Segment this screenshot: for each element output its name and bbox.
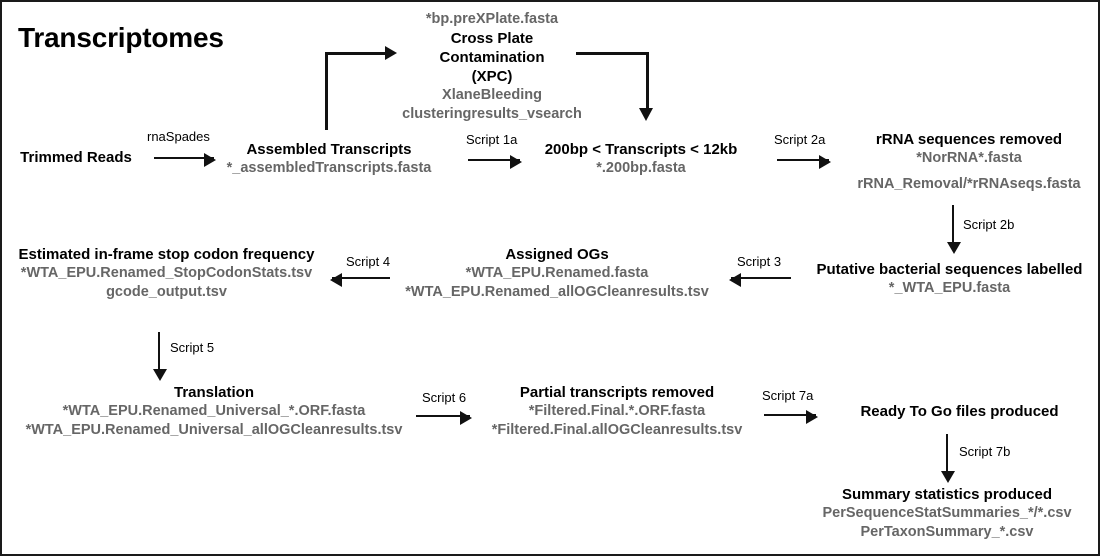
node-size-filter: 200bp < Transcripts < 12kb *.200bp.fasta — [530, 140, 752, 178]
xpc-title-line2: Contamination — [439, 48, 545, 66]
translation-file-1: *WTA_EPU.Renamed_Universal_*.ORF.fasta — [62, 403, 366, 420]
assigned-ogs-file-2: *WTA_EPU.Renamed_allOGCleanresults.tsv — [405, 283, 709, 300]
node-assembled-transcripts: Assembled Transcripts *_assembledTranscr… — [215, 140, 443, 178]
arrow-partial-to-ready — [764, 410, 818, 424]
assigned-ogs-title: Assigned OGs — [505, 246, 609, 263]
node-bacterial-labelled: Putative bacterial sequences labelled *_… — [802, 260, 1097, 298]
stop-codon-title: Estimated in-frame stop codon frequency — [18, 246, 315, 263]
xpc-title-line1: Cross Plate — [450, 29, 534, 47]
edge-assembled-to-xpc — [325, 46, 400, 130]
arrow-translation-to-partial — [416, 411, 472, 425]
assembled-transcripts-title: Assembled Transcripts — [246, 141, 412, 158]
edge-label-script-6: Script 6 — [422, 390, 467, 405]
trimmed-reads-title: Trimmed Reads — [20, 149, 132, 166]
stop-codon-file-2: gcode_output.tsv — [106, 283, 227, 300]
summary-stats-file-2: PerTaxonSummary_*.csv — [860, 523, 1034, 540]
edge-label-rnaspades: rnaSpades — [147, 129, 210, 144]
edge-label-script-5: Script 5 — [170, 340, 215, 355]
node-rrna-removed: rRNA sequences removed *NorRNA*.fasta rR… — [840, 130, 1098, 193]
arrow-rrna-to-bacterial — [946, 205, 961, 254]
node-cross-plate-contamination: *bp.preXPlate.fasta Cross Plate Contamin… — [397, 10, 587, 123]
translation-title: Translation — [173, 384, 255, 401]
rrna-removed-file-2: rRNA_Removal/*rRNAseqs.fasta — [857, 175, 1081, 192]
node-assigned-ogs: Assigned OGs *WTA_EPU.Renamed.fasta *WTA… — [392, 245, 722, 301]
bacterial-labelled-title: Putative bacterial sequences labelled — [816, 261, 1083, 278]
summary-stats-file-1: PerSequenceStatSummaries_*/*.csv — [822, 505, 1072, 522]
summary-stats-title: Summary statistics produced — [841, 486, 1053, 503]
edge-label-script-3: Script 3 — [737, 254, 782, 269]
edge-label-script-7b: Script 7b — [959, 444, 1011, 459]
edge-xpc-to-size-filter — [576, 52, 654, 122]
assigned-ogs-file-1: *WTA_EPU.Renamed.fasta — [465, 265, 649, 282]
xpc-file-top: *bp.preXPlate.fasta — [425, 11, 559, 27]
size-filter-title: 200bp < Transcripts < 12kb — [544, 141, 738, 158]
arrow-bacterial-to-assigned-ogs — [729, 273, 791, 287]
node-summary-statistics: Summary statistics produced PerSequenceS… — [802, 485, 1092, 541]
arrow-ready-to-summary — [940, 434, 955, 483]
bacterial-labelled-file-1: *_WTA_EPU.fasta — [888, 280, 1011, 297]
arrow-trimmed-to-assembled — [154, 153, 216, 167]
edge-label-script-2b: Script 2b — [963, 217, 1015, 232]
arrow-size-filter-to-rrna — [777, 155, 831, 169]
node-ready-to-go: Ready To Go files produced — [827, 402, 1092, 421]
ready-to-go-title: Ready To Go files produced — [860, 403, 1059, 420]
assembled-transcripts-file-1: *_assembledTranscripts.fasta — [226, 160, 432, 177]
edge-label-script-4: Script 4 — [346, 254, 391, 269]
node-partial-removed: Partial transcripts removed *Filtered.Fi… — [472, 383, 762, 439]
size-filter-file-1: *.200bp.fasta — [596, 160, 686, 177]
page-title: Transcriptomes — [18, 22, 224, 53]
arrow-assigned-ogs-to-stop-codon — [330, 273, 390, 287]
arrow-assembled-to-size-filter — [468, 155, 522, 169]
rrna-removed-title: rRNA sequences removed — [875, 131, 1063, 148]
partial-removed-file-1: *Filtered.Final.*.ORF.fasta — [528, 403, 706, 420]
translation-file-2: *WTA_EPU.Renamed_Universal_allOGCleanres… — [25, 421, 403, 438]
edge-label-script-7a: Script 7a — [762, 388, 814, 403]
node-trimmed-reads: Trimmed Reads — [6, 148, 146, 167]
stop-codon-file-1: *WTA_EPU.Renamed_StopCodonStats.tsv — [20, 265, 313, 282]
partial-removed-title: Partial transcripts removed — [519, 384, 715, 401]
xpc-file-bottom-1: XlaneBleeding — [442, 87, 542, 104]
partial-removed-file-2: *Filtered.Final.allOGCleanresults.tsv — [491, 421, 743, 438]
node-stop-codon-frequency: Estimated in-frame stop codon frequency … — [4, 245, 329, 301]
xpc-file-bottom-2: clusteringresults_vsearch — [402, 105, 582, 122]
edge-label-script-1a: Script 1a — [466, 132, 518, 147]
edge-label-script-2a: Script 2a — [774, 132, 826, 147]
rrna-removed-file-1: *NorRNA*.fasta — [916, 150, 1022, 167]
xpc-title-line3: (XPC) — [471, 67, 513, 85]
arrow-stop-codon-to-translation — [152, 332, 167, 381]
node-translation: Translation *WTA_EPU.Renamed_Universal_*… — [4, 383, 424, 439]
